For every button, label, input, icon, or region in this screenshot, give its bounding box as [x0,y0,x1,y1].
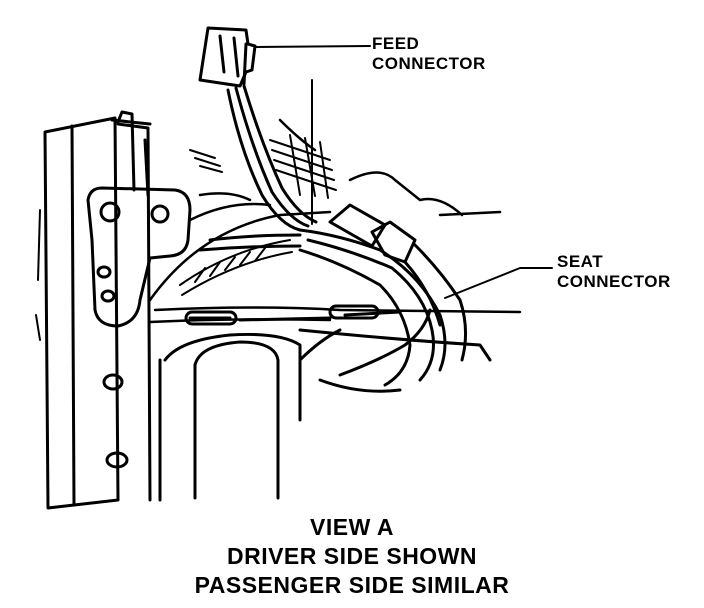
caption-view-title: VIEW A [310,514,394,540]
seat-connector [318,203,467,393]
mounting-bracket [86,186,192,328]
callout-leaders [254,45,553,299]
feed-connector-label: FEED CONNECTOR [372,34,486,74]
feed-connector-label-line2: CONNECTOR [372,54,486,73]
caption-driver-side: DRIVER SIDE SHOWN [226,543,478,569]
seat-trim-outline [148,118,522,324]
feed-connector-label-line1: FEED [372,34,420,53]
seat-frame-rail [35,110,152,510]
feed-connector-leader [254,45,371,48]
wiring-harness [184,84,447,387]
seat-connector-label-line2: CONNECTOR [557,272,671,291]
seat-connector-label: SEAT CONNECTOR [557,252,671,292]
seat-adjuster-tube [158,328,492,502]
seat-connector-label-line1: SEAT [557,252,604,271]
seat-connector-leader [444,267,553,299]
caption-passenger-side: PASSENGER SIDE SIMILAR [194,572,510,598]
trim-hatching [179,134,337,296]
feed-connector [198,26,257,88]
